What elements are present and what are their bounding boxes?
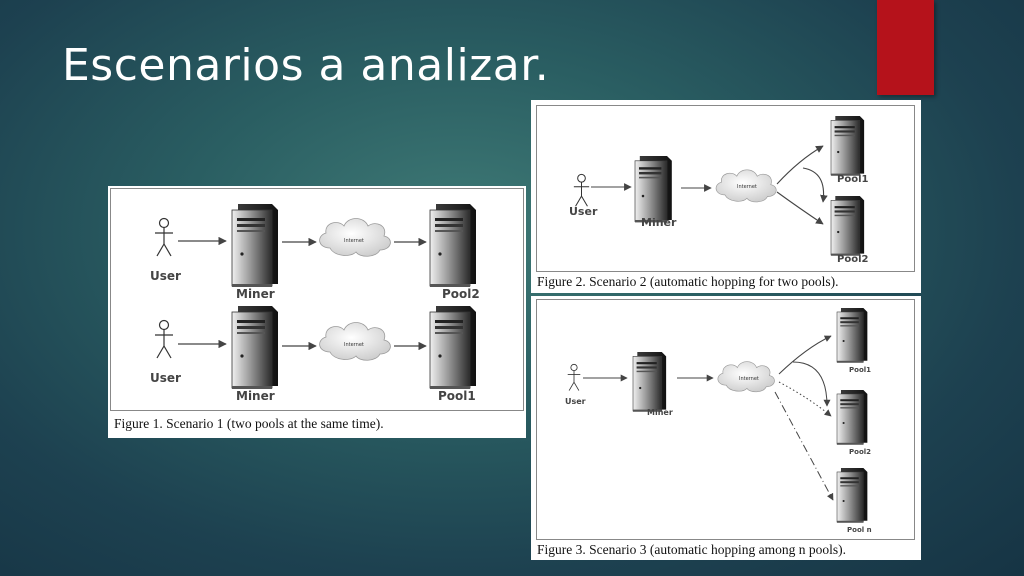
figure-3: User Miner Internet Pool1 Pool2 Pool n F… <box>531 296 921 560</box>
accent-bar <box>877 0 934 95</box>
figure-2: User Miner Internet Pool1 Pool2 Figure 2… <box>531 100 921 293</box>
miner-label: Miner <box>647 408 673 417</box>
internet-label: Internet <box>344 238 364 244</box>
slide-title: Escenarios a analizar. <box>62 40 550 91</box>
pool-n-label: Pool n <box>847 526 872 534</box>
figure-1: User Miner Internet Pool2 User Miner Int… <box>108 186 526 438</box>
pool-label: Pool2 <box>442 287 480 301</box>
user-label: User <box>565 397 586 406</box>
figure-2-diagram: User Miner Internet Pool1 Pool2 <box>536 105 915 272</box>
pool2-server-icon <box>836 389 868 446</box>
miner-label: Miner <box>236 287 275 301</box>
pool1-server-icon <box>836 307 868 364</box>
user-label: User <box>569 205 598 218</box>
user-label: User <box>150 371 181 385</box>
miner-label: Miner <box>236 389 275 403</box>
miner-server-icon <box>231 305 279 390</box>
user-icon <box>154 319 174 359</box>
user-icon <box>154 217 174 257</box>
pool2-server-icon <box>429 203 477 288</box>
pool-n-server-icon <box>836 467 868 524</box>
figure-3-diagram: User Miner Internet Pool1 Pool2 Pool n <box>536 299 915 540</box>
pool2-label: Pool2 <box>837 254 868 265</box>
figure-1-diagram: User Miner Internet Pool2 User Miner Int… <box>110 188 524 411</box>
pool-label: Pool1 <box>438 389 476 403</box>
pool1-server-icon <box>429 305 477 390</box>
internet-label: Internet <box>344 342 364 348</box>
miner-server-icon <box>634 155 673 223</box>
figure-1-caption: Figure 1. Scenario 1 (two pools at the s… <box>114 416 384 431</box>
user-icon <box>573 173 590 207</box>
internet-label: Internet <box>739 376 759 382</box>
figure-3-caption: Figure 3. Scenario 3 (automatic hopping … <box>537 542 846 557</box>
internet-label: Internet <box>737 184 757 190</box>
pool2-label: Pool2 <box>849 448 871 456</box>
pool1-label: Pool1 <box>837 174 868 185</box>
miner-label: Miner <box>641 216 677 229</box>
pool1-label: Pool1 <box>849 366 871 374</box>
pool1-server-icon <box>830 115 865 177</box>
user-label: User <box>150 269 181 283</box>
miner-server-icon <box>632 351 667 413</box>
user-icon <box>567 363 581 392</box>
pool2-server-icon <box>830 195 865 257</box>
figure-2-caption: Figure 2. Scenario 2 (automatic hopping … <box>537 274 839 289</box>
miner-server-icon <box>231 203 279 288</box>
